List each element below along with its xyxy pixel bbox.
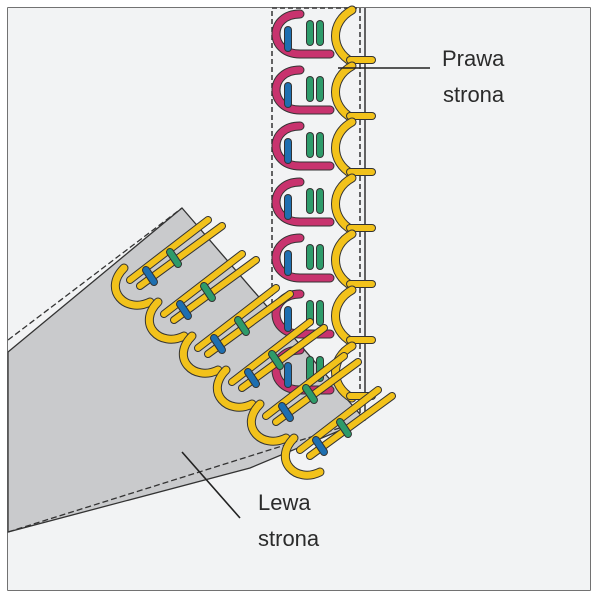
label-right-side-line2: strona (443, 82, 505, 107)
label-left-side-line1: Lewa (258, 490, 311, 515)
label-left-side-line2: strona (258, 526, 320, 551)
label-right-side-line1: Prawa (442, 46, 505, 71)
